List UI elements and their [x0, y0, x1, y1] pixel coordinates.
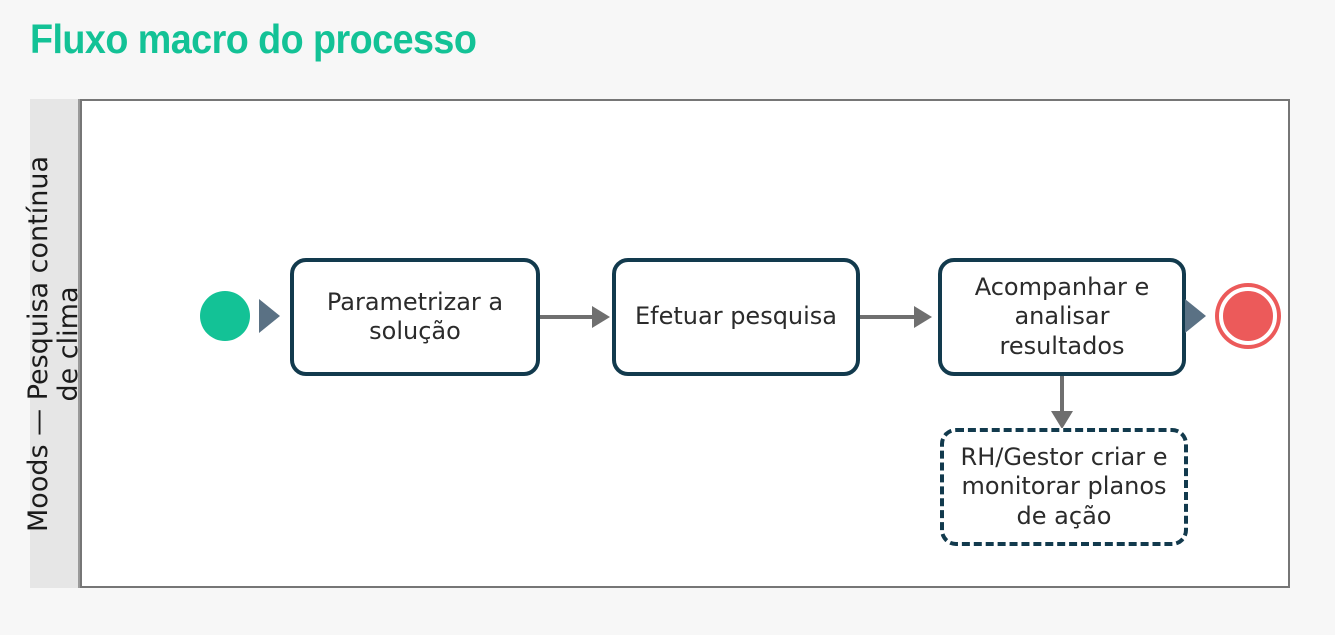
connector-efetuar-to-acompanhar	[860, 315, 916, 319]
page-title: Fluxo macro do processo	[30, 16, 477, 62]
lane-label: Moods — Pesquisa contínua de clima	[22, 155, 84, 532]
arrowhead-right-icon	[914, 306, 932, 328]
start-triangle-marker-icon	[259, 299, 280, 333]
connector-acompanhar-to-planos	[1060, 376, 1064, 416]
process-pool: Moods — Pesquisa contínua de clima Param…	[23, 99, 1290, 588]
task-acompanhar-e-analisar-resultados[interactable]: Acompanhar e analisar resultados	[938, 258, 1186, 376]
task-efetuar-pesquisa[interactable]: Efetuar pesquisa	[612, 258, 860, 376]
arrowhead-down-icon	[1051, 411, 1073, 429]
diagram-canvas: Parametrizar a solução Efetuar pesquisa …	[80, 99, 1290, 588]
start-event[interactable]	[200, 291, 250, 341]
end-triangle-marker-icon	[1185, 299, 1206, 333]
arrowhead-right-icon	[592, 306, 610, 328]
end-event[interactable]	[1219, 287, 1277, 345]
connector-parametrizar-to-efetuar	[540, 315, 594, 319]
task-parametrizar-a-solucao[interactable]: Parametrizar a solução	[290, 258, 540, 376]
lane-header: Moods — Pesquisa contínua de clima	[23, 99, 84, 588]
task-rh-gestor-planos-de-acao[interactable]: RH/Gestor criar e monitorar planos de aç…	[940, 428, 1188, 546]
